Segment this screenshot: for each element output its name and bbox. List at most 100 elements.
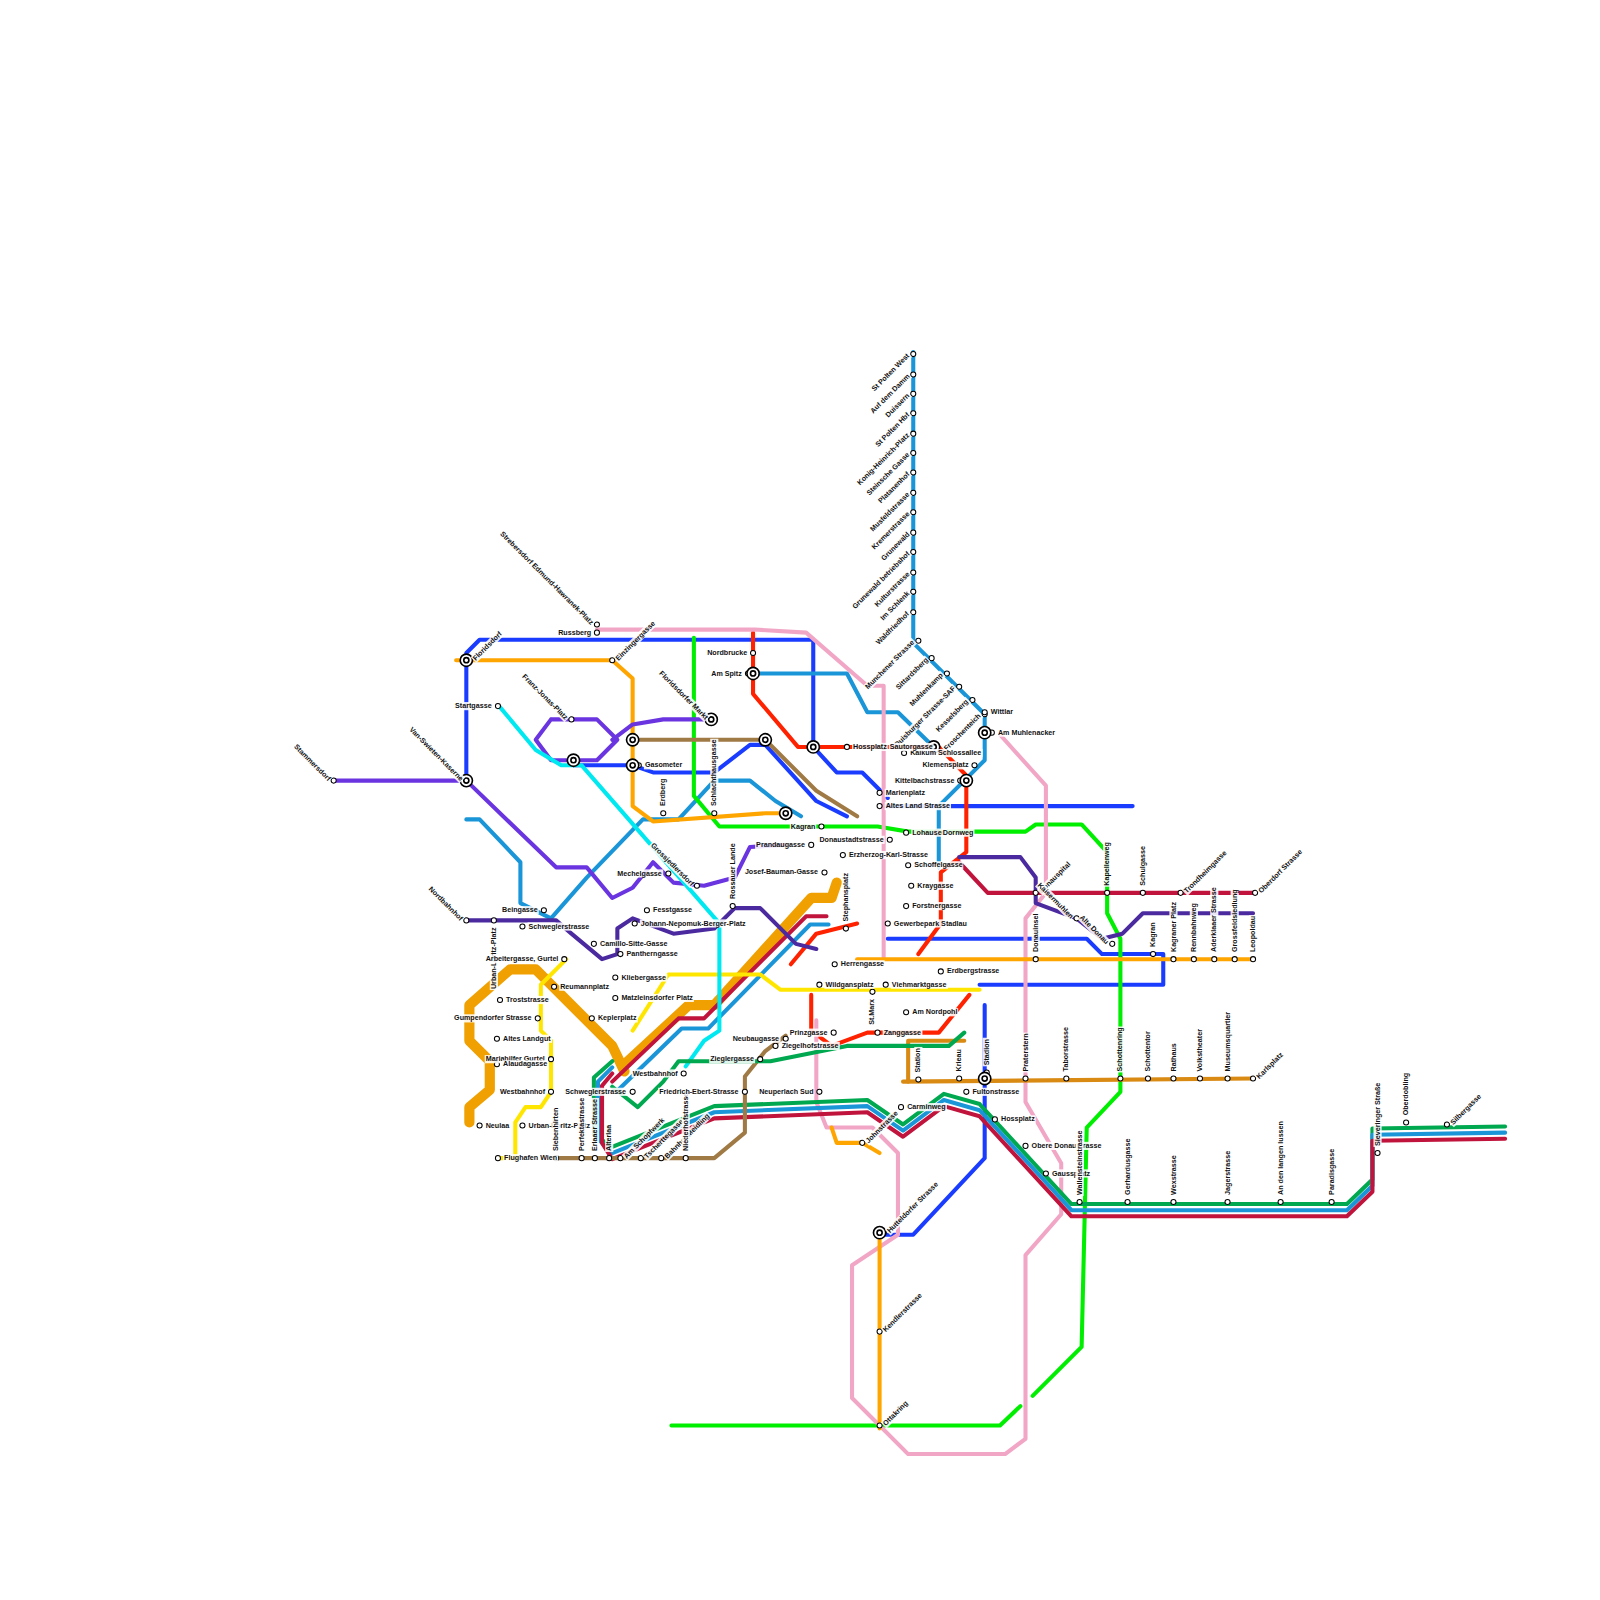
station-marker bbox=[1110, 941, 1115, 946]
station-marker bbox=[579, 1156, 584, 1161]
station-marker bbox=[552, 984, 557, 989]
station-marker bbox=[979, 1072, 991, 1084]
station-label: Karlsplatz bbox=[1254, 1050, 1285, 1081]
station-marker bbox=[1023, 1076, 1028, 1081]
station-marker bbox=[758, 1057, 763, 1062]
station-marker bbox=[1105, 890, 1110, 895]
station-label: Kraygasse bbox=[916, 882, 954, 890]
station-label: Arbeitergasse, Gurtel bbox=[485, 955, 560, 963]
station-label: Gerhardusgasse bbox=[1123, 1137, 1131, 1195]
route-line bbox=[694, 638, 1121, 1396]
station-label: Troststrasse bbox=[505, 996, 550, 1004]
route-line bbox=[612, 719, 704, 739]
station-marker bbox=[877, 804, 882, 809]
station-label: Donaustadtstrasse bbox=[818, 836, 884, 844]
station-label: Obere Donaustrasse bbox=[1031, 1142, 1103, 1150]
station-label: Schulgasse bbox=[1139, 845, 1147, 887]
station-label: Mechelgasse bbox=[616, 869, 663, 877]
station-marker bbox=[630, 763, 635, 768]
station-marker bbox=[1077, 1199, 1082, 1204]
station-marker bbox=[477, 1123, 482, 1128]
station-label: Oberdobling bbox=[1402, 1072, 1410, 1116]
station-label: Rossauer Lande bbox=[729, 842, 737, 900]
station-label: Kittelbachstrasse bbox=[894, 777, 956, 785]
station-label: Niederhofstrasse bbox=[682, 1092, 690, 1152]
station-marker bbox=[875, 1030, 880, 1035]
station-marker bbox=[694, 883, 699, 888]
station-label: Matzleinsdorfer Platz bbox=[620, 994, 693, 1002]
station-label: Gasometer bbox=[644, 761, 683, 769]
station-marker bbox=[666, 871, 671, 876]
station-marker bbox=[832, 962, 837, 967]
station-marker bbox=[840, 853, 845, 858]
station-label: Erdberg bbox=[659, 778, 667, 807]
station-marker bbox=[661, 811, 666, 816]
station-label: Reumannplatz bbox=[559, 983, 610, 991]
station-label: Hossplatz bbox=[852, 743, 888, 751]
station-marker bbox=[902, 751, 907, 756]
station-label: An den langen lussen bbox=[1277, 1120, 1285, 1196]
route-line bbox=[556, 1036, 786, 1158]
station-marker bbox=[562, 957, 567, 962]
route-line bbox=[633, 974, 980, 1030]
station-marker bbox=[742, 1089, 747, 1094]
station-marker bbox=[759, 734, 771, 746]
station-marker bbox=[607, 1156, 612, 1161]
route-line bbox=[633, 740, 857, 817]
station-label: Ottakring bbox=[881, 1399, 911, 1429]
station-marker bbox=[1171, 1199, 1176, 1204]
station-marker bbox=[627, 759, 639, 771]
station-label: Erzherzog-Karl-Strasse bbox=[848, 851, 929, 859]
station-label: Hossplatz bbox=[1000, 1115, 1036, 1123]
station-marker bbox=[906, 863, 911, 868]
station-label: Aderklaaer Strasse bbox=[1210, 886, 1218, 953]
station-marker bbox=[681, 1071, 686, 1076]
station-label: Alterlaa bbox=[605, 1124, 613, 1152]
station-marker bbox=[567, 754, 579, 766]
station-marker bbox=[1375, 1151, 1380, 1156]
route-line bbox=[594, 1061, 1505, 1204]
station-label: Wallensteinstrasse bbox=[1076, 1129, 1084, 1196]
station-label: Viehmarktgasse bbox=[891, 981, 948, 989]
station-label: Oberdorf Strasse bbox=[1256, 847, 1304, 895]
route-line bbox=[602, 1073, 1505, 1216]
station-marker bbox=[644, 908, 649, 913]
station-marker bbox=[877, 790, 882, 795]
station-label: Grossfeldsiedlung bbox=[1231, 888, 1239, 953]
station-label: Trondheimgasse bbox=[1182, 848, 1229, 895]
station-marker bbox=[491, 918, 496, 923]
station-label: Schoffelgasse bbox=[913, 861, 963, 869]
station-marker bbox=[589, 1016, 594, 1021]
station-marker bbox=[811, 744, 816, 749]
station-marker bbox=[1145, 1076, 1150, 1081]
station-label: Kliebergasse bbox=[620, 973, 667, 981]
station-marker bbox=[1191, 957, 1196, 962]
station-label: Herrengasse bbox=[840, 960, 885, 968]
station-label: Altes Land Strasse bbox=[885, 802, 951, 810]
station-label: Marienplatz bbox=[885, 789, 926, 797]
station-marker bbox=[548, 1057, 553, 1062]
station-label: Carminweg bbox=[906, 1103, 947, 1111]
station-marker bbox=[464, 778, 469, 783]
station-marker bbox=[957, 1076, 962, 1081]
station-marker bbox=[783, 811, 788, 816]
station-marker bbox=[982, 710, 987, 715]
station-label: Erlaaer Strasse bbox=[591, 1098, 599, 1152]
station-label: Friedrich-Ebert-Strasse bbox=[658, 1088, 739, 1096]
station-label: Neuperlach Sud bbox=[758, 1088, 814, 1096]
station-label: Schottenring bbox=[1116, 1026, 1124, 1072]
station-marker bbox=[520, 1123, 525, 1128]
station-label: Gaussplatz bbox=[1051, 1169, 1091, 1177]
station-label: Stammersdorf bbox=[291, 742, 332, 783]
station-marker bbox=[831, 1030, 836, 1035]
station-marker bbox=[843, 926, 848, 931]
station-marker bbox=[819, 824, 824, 829]
station-marker bbox=[1171, 957, 1176, 962]
station-marker bbox=[898, 1105, 903, 1110]
route-line bbox=[500, 707, 719, 1066]
station-label: Perfektastrasse bbox=[578, 1097, 586, 1152]
station-marker bbox=[904, 1010, 909, 1015]
station-marker bbox=[870, 989, 875, 994]
station-marker bbox=[783, 1036, 788, 1041]
